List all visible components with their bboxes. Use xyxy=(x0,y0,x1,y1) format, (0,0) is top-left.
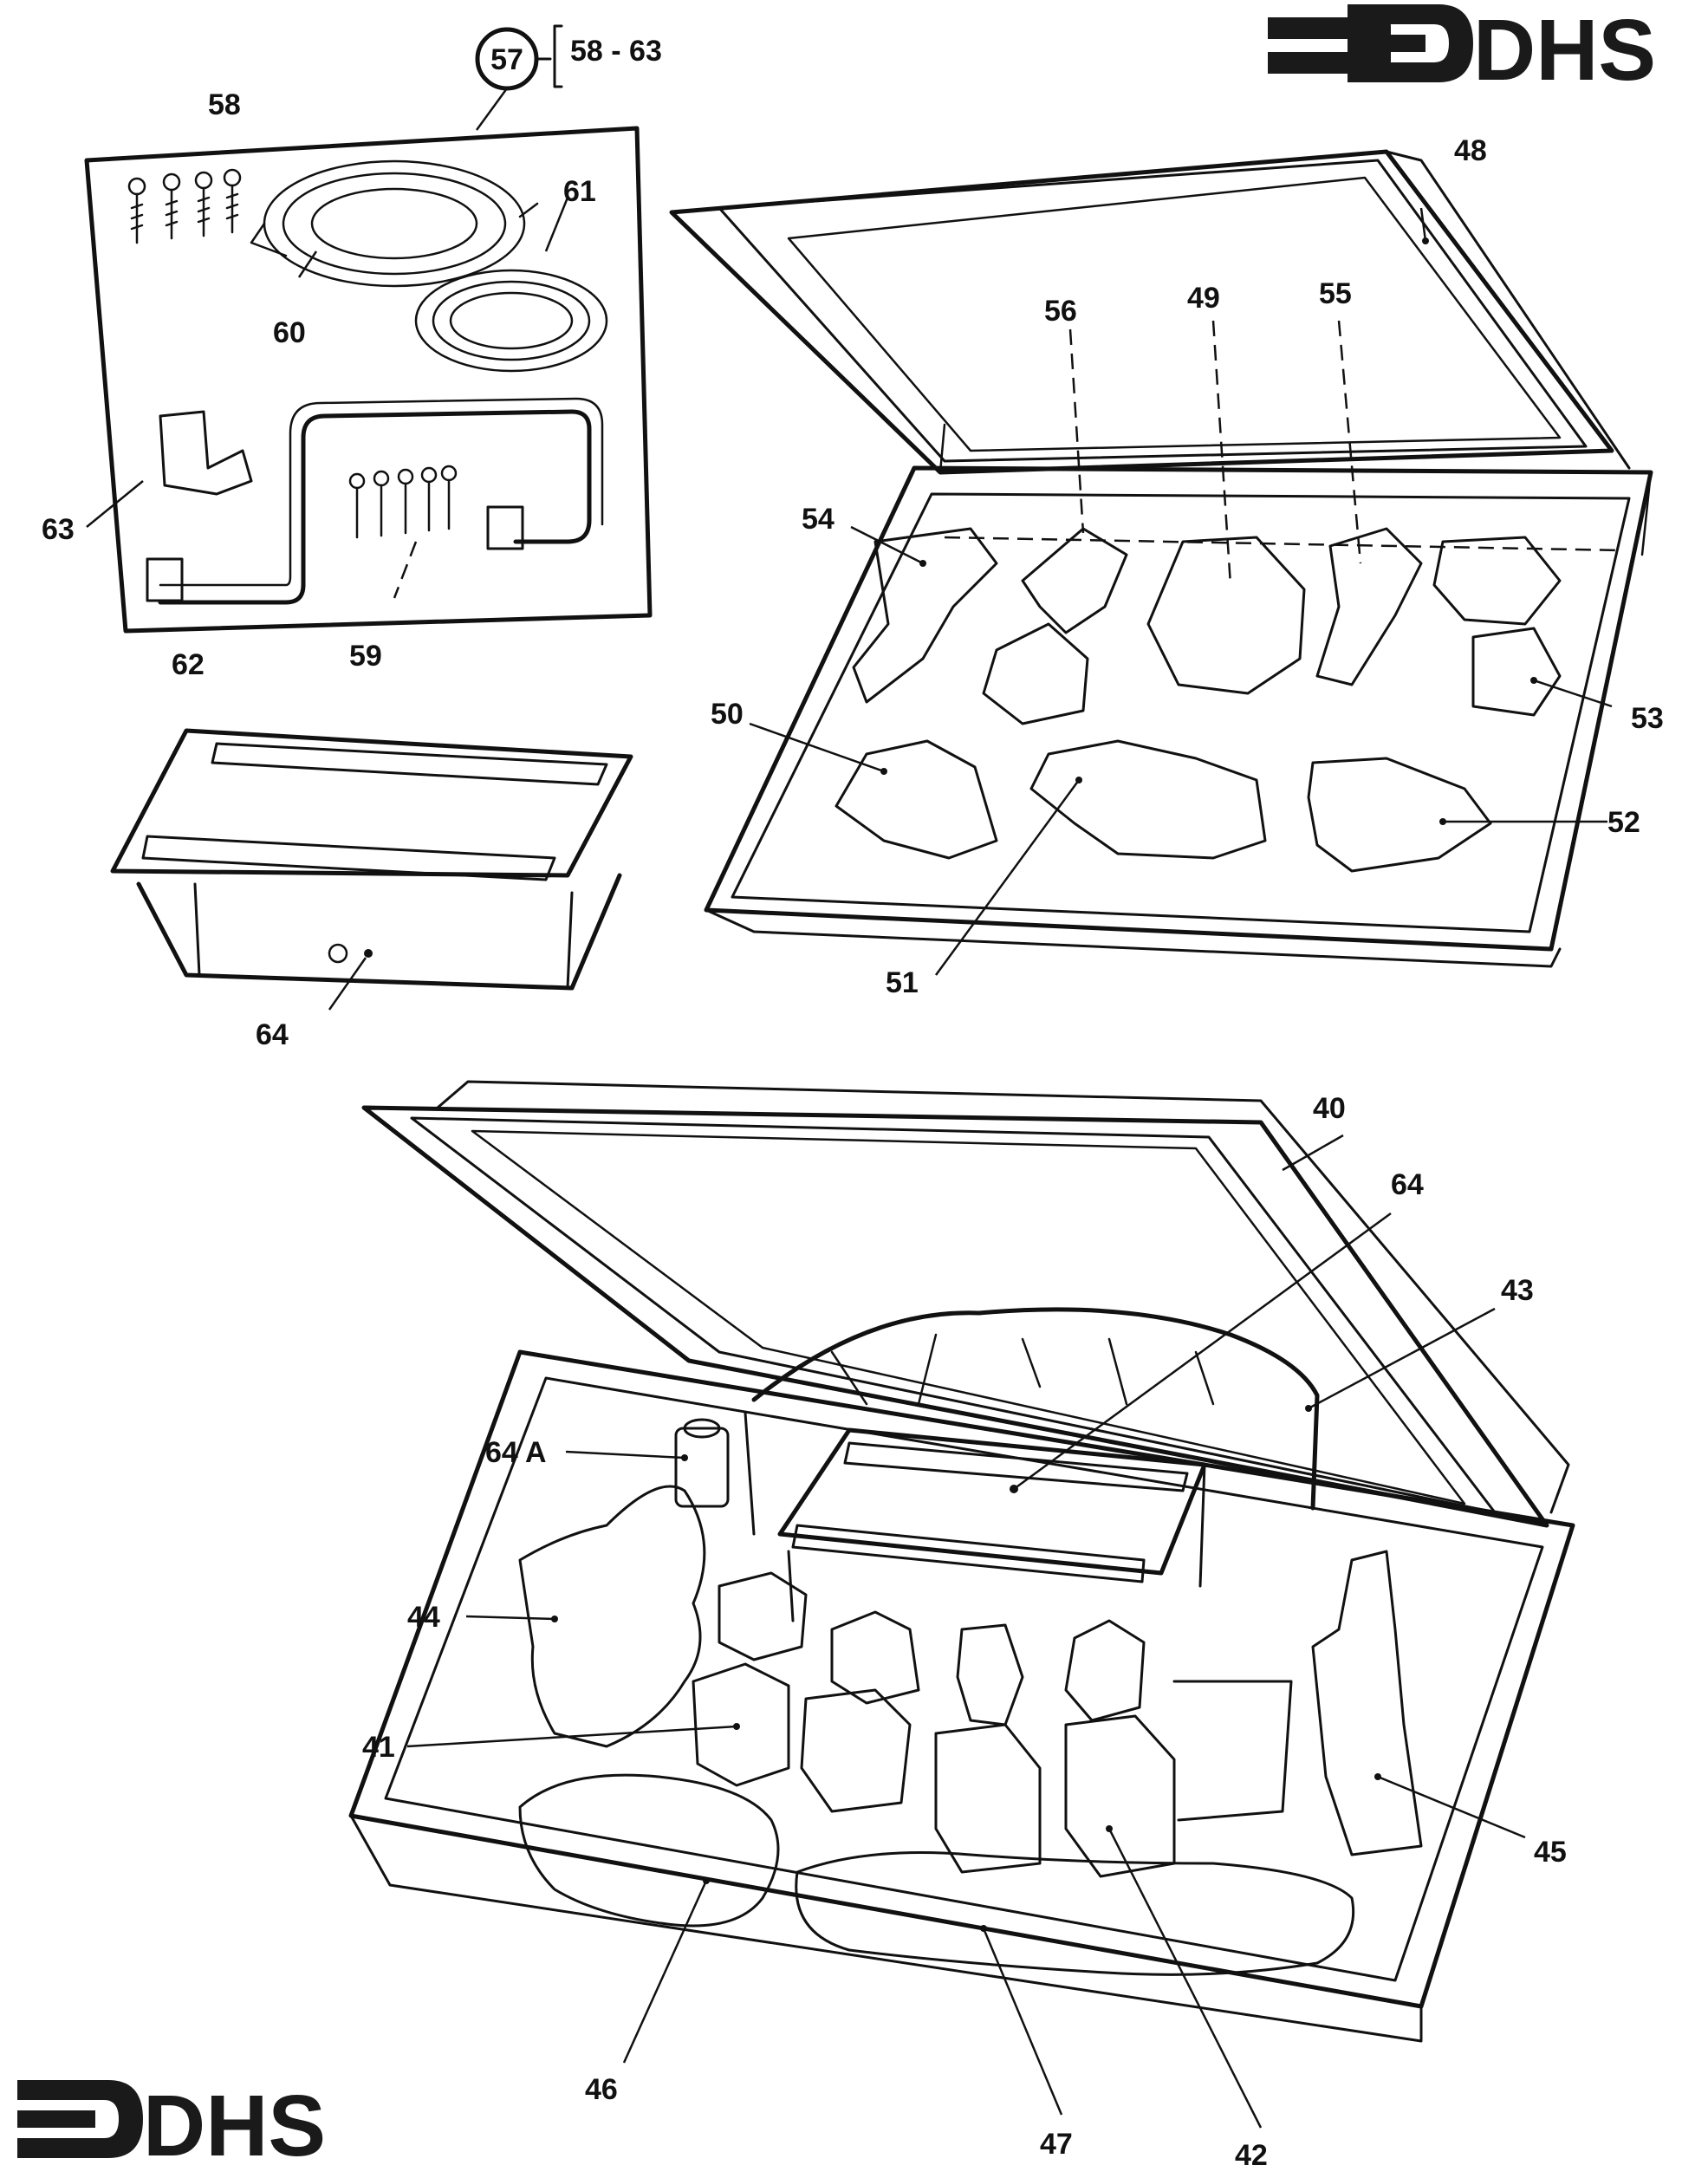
label-43: 43 xyxy=(1501,1274,1534,1307)
label-64-burner: 64 xyxy=(256,1018,289,1051)
label-49: 49 xyxy=(1187,282,1220,315)
coal-51 xyxy=(1029,739,1267,860)
label-51: 51 xyxy=(886,966,919,999)
burner-tray xyxy=(110,728,633,1011)
logo-text-bottom: DHS xyxy=(143,2077,326,2175)
label-46: 46 xyxy=(585,2073,618,2106)
kit-callout: 57 58 - 63 xyxy=(475,24,662,131)
label-54: 54 xyxy=(802,503,835,536)
dhs-logo-top: DHS xyxy=(1268,2,1656,99)
label-56: 56 xyxy=(1044,295,1077,328)
coal-56 xyxy=(1021,527,1128,634)
label-59: 59 xyxy=(349,640,382,673)
label-40: 40 xyxy=(1313,1092,1346,1125)
label-58: 58 xyxy=(208,88,241,121)
coal-49 xyxy=(1146,536,1306,695)
wall-plugs-59 xyxy=(348,465,458,539)
coal-53 xyxy=(1471,627,1562,717)
label-47: 47 xyxy=(1040,2128,1073,2161)
coal-effect-set-48 xyxy=(669,149,1653,976)
dhs-logo-bottom: DHS xyxy=(17,2077,326,2175)
coil-61 xyxy=(414,202,608,373)
coal-50 xyxy=(835,739,998,860)
label-60: 60 xyxy=(273,316,306,349)
coil-60 xyxy=(250,159,526,288)
label-41: 41 xyxy=(362,1731,395,1764)
label-48: 48 xyxy=(1454,134,1487,167)
label-50: 50 xyxy=(711,698,744,731)
logo-text-top: DHS xyxy=(1473,2,1656,99)
label-61: 61 xyxy=(563,175,596,208)
fire-assembly-40 xyxy=(348,1080,1575,2129)
label-64-main: 64 xyxy=(1391,1168,1424,1201)
label-53: 53 xyxy=(1631,702,1664,735)
label-63: 63 xyxy=(42,513,75,546)
label-64a: 64 A xyxy=(485,1436,547,1469)
label-55: 55 xyxy=(1319,277,1352,310)
coal-54 xyxy=(852,527,998,704)
label-62: 62 xyxy=(172,648,205,681)
screws-top xyxy=(127,168,242,244)
kit-callout-number: 57 xyxy=(490,43,523,76)
coal-55 xyxy=(1315,527,1423,686)
label-52: 52 xyxy=(1607,806,1640,839)
pipe-62 xyxy=(158,409,592,605)
label-42: 42 xyxy=(1235,2139,1268,2172)
kit-range-label: 58 - 63 xyxy=(570,35,662,68)
installation-kit-board xyxy=(84,126,653,634)
label-45: 45 xyxy=(1534,1836,1567,1869)
coal-52 xyxy=(1307,757,1492,873)
elbow-63 xyxy=(159,410,253,496)
label-44: 44 xyxy=(407,1601,440,1634)
